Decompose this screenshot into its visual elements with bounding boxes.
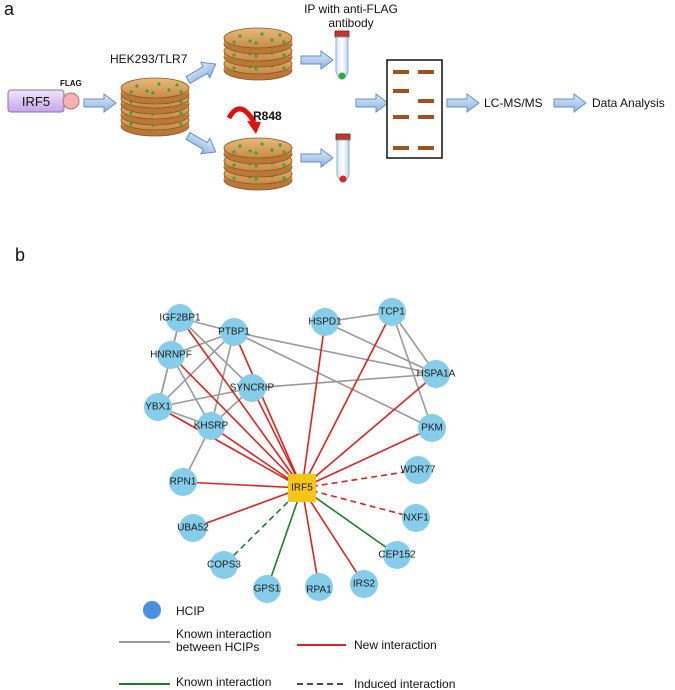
r848-arrowhead	[247, 121, 261, 134]
lcms-label: LC-MS/MS	[484, 96, 543, 110]
label-nxf1: NXF1	[403, 513, 429, 524]
ip-label-line2: antibody	[328, 16, 373, 30]
node-hspd1	[311, 308, 339, 336]
arrow-to-untreated	[183, 55, 221, 89]
node-cep152	[383, 541, 411, 569]
arrow-to-upper-tube	[300, 50, 334, 70]
node-syncrip	[238, 374, 266, 402]
node-rpn1	[169, 468, 197, 496]
legend-known-between-line2: between HCIPs	[176, 640, 259, 654]
label-ybx1: YBX1	[145, 402, 171, 413]
untreated-dish-stack	[223, 27, 293, 81]
lower-tube-icon	[335, 133, 351, 183]
r848-curved-arrow	[226, 106, 257, 124]
label-tcp1: TCP1	[379, 307, 405, 318]
legend-known-label: Known interaction	[176, 675, 271, 689]
arrow-to-treated	[183, 127, 221, 161]
legend-hcip-marker	[143, 601, 161, 619]
ip-label-line1: IP with anti-FLAG	[304, 2, 398, 16]
label-rpa1: RPA1	[306, 585, 332, 596]
label-hspa1a: HSPA1A	[417, 369, 456, 380]
label-hspd1: HSPD1	[308, 317, 342, 328]
label-gps1: GPS1	[254, 584, 281, 595]
node-pkm	[418, 414, 446, 442]
irf5-label: IRF5	[22, 94, 50, 109]
label-hnrnpf: HNRNPF	[150, 350, 192, 361]
panel-a-label: a	[4, 0, 15, 19]
r848-label: R848	[253, 109, 282, 123]
irf5-construct	[7, 89, 80, 113]
node-igf2bp1	[166, 304, 194, 332]
cell-dish-stack	[120, 77, 190, 137]
label-igf2bp1: IGF2BP1	[159, 313, 201, 324]
legend-known-between-line1: Known interaction	[176, 627, 271, 641]
arrow-to-lower-tube	[300, 148, 334, 168]
cell-line-label: HEK293/TLR7	[110, 52, 188, 66]
label-khsrp: KHSRP	[194, 421, 229, 432]
node-khsrp	[197, 412, 225, 440]
node-nxf1	[402, 504, 430, 532]
label-uba52: UBA52	[177, 523, 209, 534]
arrow-to-analysis	[553, 93, 587, 113]
label-syncrip: SYNCRIP	[230, 383, 275, 394]
analysis-label: Data Analysis	[592, 96, 665, 110]
treated-dish-stack	[223, 137, 293, 191]
node-ybx1	[144, 393, 172, 421]
gel-icon	[386, 59, 443, 159]
node-uba52	[179, 514, 207, 542]
legend: HCIP Known interaction between HCIPs New…	[119, 601, 455, 690]
label-wdr77: WDR77	[400, 465, 435, 476]
label-cops3: COPS3	[207, 560, 241, 571]
label-irs2: IRS2	[353, 579, 376, 590]
node-hnrnpf	[157, 341, 185, 369]
legend-induced-label: Induced interaction	[354, 677, 455, 690]
label-ptbp1: PTBP1	[218, 327, 250, 338]
label-irf5: IRF5	[291, 483, 313, 494]
arrow-to-gel	[355, 93, 389, 113]
node-hspa1a	[422, 360, 450, 388]
node-irs2	[350, 570, 378, 598]
node-rpa1	[305, 573, 333, 601]
network-nodes	[144, 298, 450, 603]
node-ptbp1	[220, 318, 248, 346]
node-cops3	[210, 551, 238, 579]
legend-hcip-label: HCIP	[176, 604, 205, 618]
node-irf5-center	[288, 474, 316, 502]
upper-tube-icon	[334, 30, 350, 80]
legend-new-label: New interaction	[354, 638, 437, 652]
label-cep152: CEP152	[378, 550, 416, 561]
label-pkm: PKM	[421, 423, 443, 434]
flag-label: FLAG	[60, 79, 82, 88]
panel-b-label: b	[15, 245, 25, 265]
label-rpn1: RPN1	[170, 477, 197, 488]
node-wdr77	[404, 456, 432, 484]
node-gps1	[253, 575, 281, 603]
node-tcp1	[378, 298, 406, 326]
arrow-irf5-to-cells	[83, 93, 117, 113]
arrow-to-lcms	[446, 93, 480, 113]
